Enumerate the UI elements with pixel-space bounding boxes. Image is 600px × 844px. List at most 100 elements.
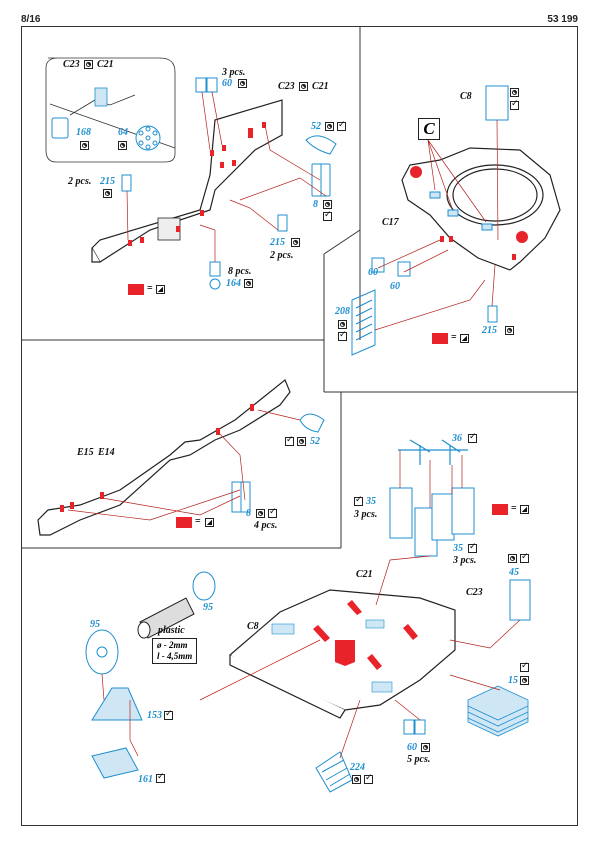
red-openings-1 xyxy=(128,122,266,246)
label-four-pcs: 4 pcs. xyxy=(254,520,278,531)
label-part-8: 8 xyxy=(246,508,251,519)
label-part-35-a: 35 xyxy=(366,496,376,507)
rod-spec-box: ø - 2mm l - 4,5mm xyxy=(152,638,198,664)
label-two-pcs-top: 2 pcs. xyxy=(68,176,92,187)
check-icon xyxy=(164,709,173,720)
paint-icon xyxy=(156,285,165,294)
paint-icon xyxy=(205,518,214,527)
red-bitts xyxy=(313,600,418,670)
blue-fittings-2 xyxy=(371,85,509,323)
bend-icon xyxy=(238,79,247,88)
red-paint-swatch xyxy=(128,284,144,295)
label-c17: C17 xyxy=(382,217,399,228)
label-c23: C23 xyxy=(278,81,295,92)
check-icon xyxy=(364,773,373,784)
label-three-pcs-b: 3 pcs. xyxy=(453,555,477,566)
label-c21: C21 xyxy=(356,569,373,580)
check-icon xyxy=(468,432,477,443)
label-part-8: 8 xyxy=(313,199,318,210)
rod-length: l - 4,5mm xyxy=(157,651,193,661)
label-part-224: 224 xyxy=(350,762,365,773)
bend-icon xyxy=(244,279,253,288)
label-c8: C8 xyxy=(247,621,259,632)
label-c21: C21 xyxy=(312,81,329,92)
bend-icon xyxy=(325,122,334,131)
equals-sign: = xyxy=(195,516,201,527)
bend-icon xyxy=(297,437,306,446)
check-icon xyxy=(468,542,477,553)
check-icon xyxy=(337,120,346,131)
bridge-deck xyxy=(401,147,561,271)
red-paint-swatch xyxy=(492,504,508,515)
panel-divider xyxy=(323,229,361,255)
label-part-52: 52 xyxy=(310,436,320,447)
product-code: 53 199 xyxy=(547,14,578,25)
deck-bulwark-1 xyxy=(91,99,283,263)
equals-sign: = xyxy=(147,283,153,294)
leader-lines-1 xyxy=(126,91,327,262)
light-blue-panels xyxy=(271,619,393,693)
bend-icon xyxy=(508,554,517,563)
label-eight-pcs: 8 pcs. xyxy=(228,266,252,277)
bend-icon xyxy=(338,320,347,329)
label-part-168: 168 xyxy=(76,127,91,138)
bollards-36 xyxy=(398,439,468,465)
bend-icon xyxy=(299,82,308,91)
bend-icon xyxy=(323,200,332,209)
part-52-shield-3 xyxy=(299,413,325,433)
part-45-locker xyxy=(509,579,531,621)
part-153-stand xyxy=(91,687,143,721)
part-15-stack xyxy=(467,685,529,737)
leader-lines-3 xyxy=(67,409,301,521)
lockers-35 xyxy=(389,487,475,557)
label-five-pcs: 5 pcs. xyxy=(407,754,431,765)
check-icon xyxy=(285,435,294,446)
bend-icon xyxy=(505,326,514,335)
label-part-161: 161 xyxy=(138,774,153,785)
label-part-36: 36 xyxy=(452,433,462,444)
leader-lines-4 xyxy=(101,450,521,759)
part-168 xyxy=(51,117,69,139)
label-part-64: 64 xyxy=(118,127,128,138)
bend-icon xyxy=(118,141,127,150)
label-part-35-b: 35 xyxy=(453,543,463,554)
check-icon xyxy=(510,99,519,110)
bend-icon xyxy=(256,509,265,518)
bend-icon xyxy=(291,238,300,247)
part-164 xyxy=(209,261,221,290)
bend-icon xyxy=(84,60,93,69)
label-part-215-bottom: 215 xyxy=(270,237,285,248)
red-roundels xyxy=(410,166,528,260)
check-icon xyxy=(338,330,347,341)
part-95-disc xyxy=(85,571,216,675)
label-part-45: 45 xyxy=(509,567,519,578)
bend-icon xyxy=(520,676,529,685)
check-icon xyxy=(323,210,332,221)
label-e14: E14 xyxy=(98,447,115,458)
part-208-ladder xyxy=(351,289,376,356)
part-64 xyxy=(135,125,161,151)
hull-bulwark-side xyxy=(37,379,291,536)
part-8-hatch-3 xyxy=(231,481,251,513)
label-c23: C23 xyxy=(466,587,483,598)
rod-diameter: ø - 2mm xyxy=(157,640,188,650)
label-three-pcs: 3 pcs. xyxy=(222,67,246,78)
part-224-ladder xyxy=(315,751,353,793)
red-paint-swatch xyxy=(432,333,448,344)
check-icon xyxy=(354,495,363,506)
equals-sign: = xyxy=(511,503,517,514)
bend-icon xyxy=(103,189,112,198)
instruction-sheet xyxy=(21,26,578,826)
label-c23-inset: C23 xyxy=(63,59,80,70)
part-60-frames-4 xyxy=(403,719,426,735)
label-part-215: 215 xyxy=(482,325,497,336)
paint-icon xyxy=(520,505,529,514)
bend-icon xyxy=(352,775,361,784)
page-number: 8/16 xyxy=(21,14,41,25)
label-e15: E15 xyxy=(77,447,94,458)
label-c8: C8 xyxy=(460,91,472,102)
label-part-215-left: 215 xyxy=(100,176,115,187)
part-52-shield xyxy=(305,135,337,155)
callout-c: C xyxy=(418,118,440,140)
